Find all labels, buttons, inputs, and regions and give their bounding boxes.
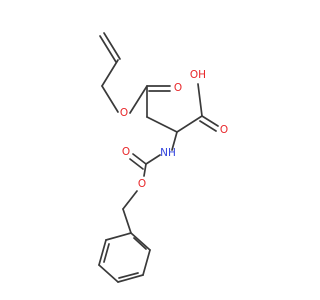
carbamate-carbonyl-oxygen-label: O: [122, 146, 130, 158]
ester-oxygen-label: O: [120, 107, 128, 119]
bond-alpha-c-nh: [171, 131, 178, 151]
ring-bond-5: [98, 239, 107, 266]
carbamate-ether-oxygen-label: O: [138, 178, 146, 190]
amine-nh-label: NH: [160, 147, 176, 159]
bond-carbamate-o-ch2: [122, 190, 138, 210]
bond-acid-c-oh: [197, 83, 203, 117]
bond-ch2-alpha-c: [146, 116, 178, 133]
bond-allyl-ch2-o: [101, 85, 119, 113]
bond-allyl-ch-ch2: [101, 59, 119, 87]
bond-carbamate-carbonyl-double-b: [129, 158, 144, 170]
bond-alpha-c-acid-c: [176, 115, 203, 133]
bond-allyl-terminal-double-a: [103, 32, 121, 60]
ring-inner-double-1: [133, 237, 147, 250]
bond-ester-o-carbonyl-c: [129, 85, 148, 114]
ring-inner-double-2: [118, 272, 139, 279]
bond-allyl-terminal-double-b: [99, 35, 117, 63]
acid-hydroxyl-label: OH: [190, 69, 206, 81]
ring-bond-2: [142, 249, 151, 276]
bond-acid-carbonyl-double-a: [201, 115, 219, 127]
acid-carbonyl-oxygen-label: O: [220, 124, 228, 136]
allyl-cbz-aspartate-structure: O O OH O NH O O: [98, 32, 228, 283]
ring-bond-3: [117, 274, 144, 283]
ring-bond-1: [130, 232, 151, 251]
ring-bond-6: [105, 232, 132, 241]
ring-inner-double-3: [103, 243, 110, 263]
ring-bond-4: [98, 264, 119, 283]
bond-ch2-phenyl: [122, 208, 132, 234]
bond-acid-carbonyl-double-b: [199, 120, 217, 132]
bond-nh-carbamate-c: [145, 154, 161, 165]
ester-carbonyl-oxygen-label: O: [174, 82, 182, 94]
bond-carbamate-c-o: [143, 163, 147, 177]
bond-carbamate-carbonyl-double-a: [132, 153, 147, 165]
